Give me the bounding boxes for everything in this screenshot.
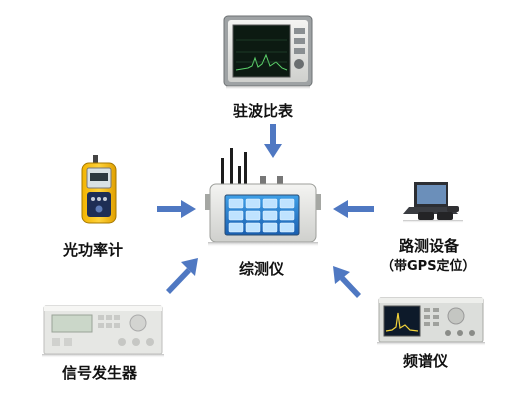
signal-generator-device [42, 305, 164, 358]
label-signal-generator: 信号发生器 [62, 364, 138, 382]
arrow-from-spectrum-analyzer [333, 266, 361, 298]
arrow-from-signal-generator [166, 258, 198, 294]
arrow-from-power-meter [157, 200, 196, 218]
label-drive-test: 路测设备 [399, 237, 460, 255]
drive-test-device [403, 182, 463, 223]
arrows [157, 124, 374, 298]
arrow-from-drive-test [333, 200, 374, 218]
label-drive-test-gps: （带GPS定位） [381, 259, 476, 274]
label-optical-power-meter: 光功率计 [63, 241, 124, 259]
integrated-tester-device [205, 148, 321, 247]
spectrum-analyzer-device [377, 297, 485, 346]
vswr-meter-device [223, 15, 313, 90]
label-vswr-meter: 驻波比表 [233, 102, 294, 120]
arrow-from-vswr-meter [264, 124, 282, 158]
optical-power-meter-device [81, 155, 117, 224]
label-spectrum-analyzer: 频谱仪 [403, 352, 449, 370]
label-integrated-tester: 综测仪 [239, 260, 285, 278]
